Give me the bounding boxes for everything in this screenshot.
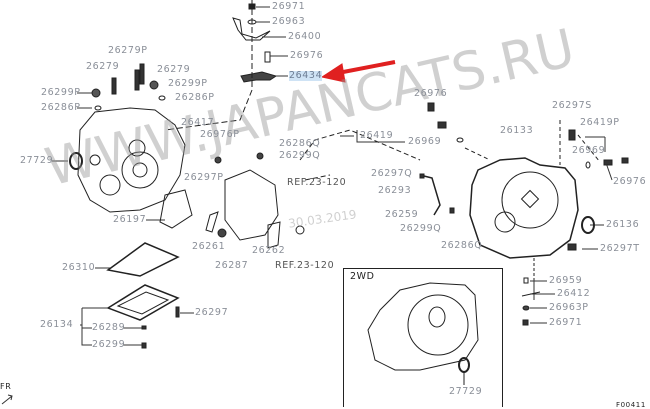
front-direction-arrow-icon bbox=[1, 394, 13, 405]
right-transmission-case bbox=[419, 102, 629, 326]
leader-lines bbox=[52, 6, 613, 346]
part-label[interactable]: 26279 bbox=[157, 64, 191, 75]
part-label[interactable]: 26297 bbox=[195, 307, 229, 318]
part-label[interactable]: 26419P bbox=[580, 117, 620, 128]
highlight-arrow bbox=[320, 60, 396, 83]
part-label[interactable]: 26287 bbox=[215, 260, 249, 271]
part-label[interactable]: 26971 bbox=[272, 1, 306, 12]
part-label[interactable]: 26289 bbox=[92, 322, 126, 333]
reference-label[interactable]: REF.23-120 bbox=[275, 260, 335, 271]
inset-title: 2WD bbox=[350, 271, 375, 282]
part-label-highlighted[interactable]: 26434 bbox=[289, 70, 323, 81]
part-label[interactable]: 26279 bbox=[86, 61, 120, 72]
part-label[interactable]: 26971 bbox=[549, 317, 583, 328]
part-label[interactable]: 26286P bbox=[41, 102, 81, 113]
part-label[interactable]: 26261 bbox=[192, 241, 226, 252]
part-label[interactable]: 26136 bbox=[606, 219, 640, 230]
part-label[interactable]: 26419 bbox=[360, 130, 394, 141]
part-label[interactable]: 26299P bbox=[41, 87, 81, 98]
part-label[interactable]: 26969 bbox=[572, 145, 606, 156]
part-label[interactable]: 26976P bbox=[200, 129, 240, 140]
part-label[interactable]: 26299Q bbox=[400, 223, 442, 234]
part-label[interactable]: 27729 bbox=[449, 386, 483, 397]
figure-code: F00411 bbox=[616, 401, 646, 409]
reference-label[interactable]: REF.23-120 bbox=[287, 177, 347, 188]
part-label[interactable]: 26417 bbox=[181, 117, 215, 128]
part-label[interactable]: 26976 bbox=[290, 50, 324, 61]
part-label[interactable]: 26310 bbox=[62, 262, 96, 273]
part-label[interactable]: 26133 bbox=[500, 125, 534, 136]
shift-lever-assembly bbox=[164, 0, 278, 131]
part-label[interactable]: 26299 bbox=[92, 339, 126, 350]
left-transmission-case bbox=[69, 63, 264, 213]
part-label[interactable]: 26297P bbox=[184, 172, 224, 183]
inset-2wd-box bbox=[343, 268, 503, 407]
part-label[interactable]: 26297S bbox=[552, 100, 592, 111]
part-label[interactable]: 26969 bbox=[408, 136, 442, 147]
oil-pan-and-gasket bbox=[106, 242, 180, 349]
part-label[interactable]: 26976 bbox=[613, 176, 647, 187]
part-label[interactable]: 26293 bbox=[378, 185, 412, 196]
part-label[interactable]: 26197 bbox=[113, 214, 147, 225]
part-label[interactable]: 26134 bbox=[40, 319, 74, 330]
side-cover-and-brackets bbox=[159, 129, 421, 249]
part-label[interactable]: 26959 bbox=[549, 275, 583, 286]
part-label[interactable]: 26286Q bbox=[441, 240, 483, 251]
part-label[interactable]: 26412 bbox=[557, 288, 591, 299]
part-label[interactable]: 26400 bbox=[288, 31, 322, 42]
part-label[interactable]: 26286Q bbox=[279, 138, 321, 149]
part-label[interactable]: 26279P bbox=[108, 45, 148, 56]
part-label[interactable]: 26297T bbox=[600, 243, 640, 254]
part-label[interactable]: 26286P bbox=[175, 92, 215, 103]
part-label[interactable]: 26963 bbox=[272, 16, 306, 27]
part-label[interactable]: 26299Q bbox=[279, 150, 321, 161]
inset-2wd-housing bbox=[367, 282, 479, 385]
part-label[interactable]: 26262 bbox=[252, 245, 286, 256]
part-label[interactable]: 26963P bbox=[549, 302, 589, 313]
part-label[interactable]: 26297Q bbox=[371, 168, 413, 179]
part-label[interactable]: 26976 bbox=[414, 88, 448, 99]
part-label[interactable]: 27729 bbox=[20, 155, 54, 166]
direction-mark: FR bbox=[0, 382, 12, 391]
part-label[interactable]: 26259 bbox=[385, 209, 419, 220]
part-label[interactable]: 26299P bbox=[168, 78, 208, 89]
